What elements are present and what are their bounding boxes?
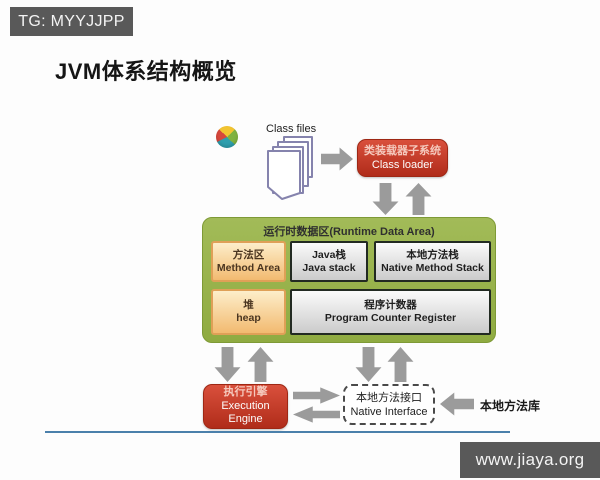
method-area-box: 方法区 Method Area: [211, 241, 286, 282]
method-area-label-zh: 方法区: [232, 248, 265, 261]
native-interface-box: 本地方法接口 Native Interface: [343, 384, 435, 425]
class-loader-label-en: Class loader: [371, 159, 434, 171]
runtime-data-area-container: 运行时数据区(Runtime Data Area) 方法区 Method Are…: [202, 217, 496, 343]
execution-engine-label-zh: 执行引擎: [223, 386, 268, 399]
native-method-stack-label-en: Native Method Stack: [381, 261, 484, 274]
native-method-stack-label-zh: 本地方法栈: [406, 248, 459, 261]
native-method-library-label: 本地方法库: [480, 399, 541, 413]
arrow-up-engine-to-runtime-icon: [247, 347, 274, 382]
class-loader-label-zh: 类装载器子系统: [364, 145, 441, 157]
arrow-right-engine-to-native-interface-icon: [293, 387, 340, 404]
native-interface-label-zh: 本地方法接口: [356, 391, 422, 404]
class-files-label: Class files: [266, 123, 317, 135]
tg-watermark-text: TG: MYYJJPP: [18, 12, 125, 30]
native-interface-label-en: Native Interface: [350, 405, 428, 418]
method-area-label-en: Method Area: [216, 261, 281, 274]
runtime-data-area-title: 运行时数据区(Runtime Data Area): [263, 226, 435, 238]
execution-engine-label-en2: Engine: [228, 413, 263, 426]
arrow-right-classfiles-to-loader-icon: [321, 147, 353, 171]
heap-label-en: heap: [236, 312, 261, 324]
java-stack-label-zh: Java栈: [312, 248, 346, 261]
tg-watermark-banner: TG: MYYJJPP: [10, 7, 133, 36]
heap-box: 堆 heap: [211, 289, 286, 335]
program-counter-register-box: 程序计数器 Program Counter Register: [290, 289, 491, 335]
pc-register-label-en: Program Counter Register: [324, 312, 457, 324]
class-files-icon: [267, 136, 313, 200]
arrow-up-native-interface-to-runtime-icon: [387, 347, 414, 382]
java-stack-box: Java栈 Java stack: [290, 241, 368, 282]
arrow-down-runtime-to-engine-icon: [214, 347, 241, 382]
site-watermark-banner: www.jiaya.org: [460, 442, 600, 478]
arrow-down-runtime-to-native-interface-icon: [355, 347, 382, 382]
execution-engine-label-en1: Execution: [221, 399, 270, 412]
class-loader-box: 类装载器子系统 Class loader: [357, 139, 448, 177]
arrow-up-runtime-to-loader-icon: [405, 183, 432, 215]
execution-engine-box: 执行引擎 Execution Engine: [203, 384, 288, 429]
page-title: JVM体系结构概览: [55, 59, 237, 84]
arrow-down-loader-to-runtime-icon: [372, 183, 399, 215]
site-watermark-text: www.jiaya.org: [475, 450, 585, 469]
pc-register-label-zh: 程序计数器: [364, 299, 417, 311]
arrow-left-library-to-interface-icon: [440, 392, 474, 416]
java-stack-label-en: Java stack: [302, 261, 356, 274]
arrow-left-native-interface-to-engine-icon: [293, 406, 340, 423]
divider-line: [45, 431, 510, 433]
native-method-stack-box: 本地方法栈 Native Method Stack: [374, 241, 491, 282]
heap-label-zh: 堆: [243, 299, 254, 311]
colorful-sphere-icon: [216, 126, 238, 148]
